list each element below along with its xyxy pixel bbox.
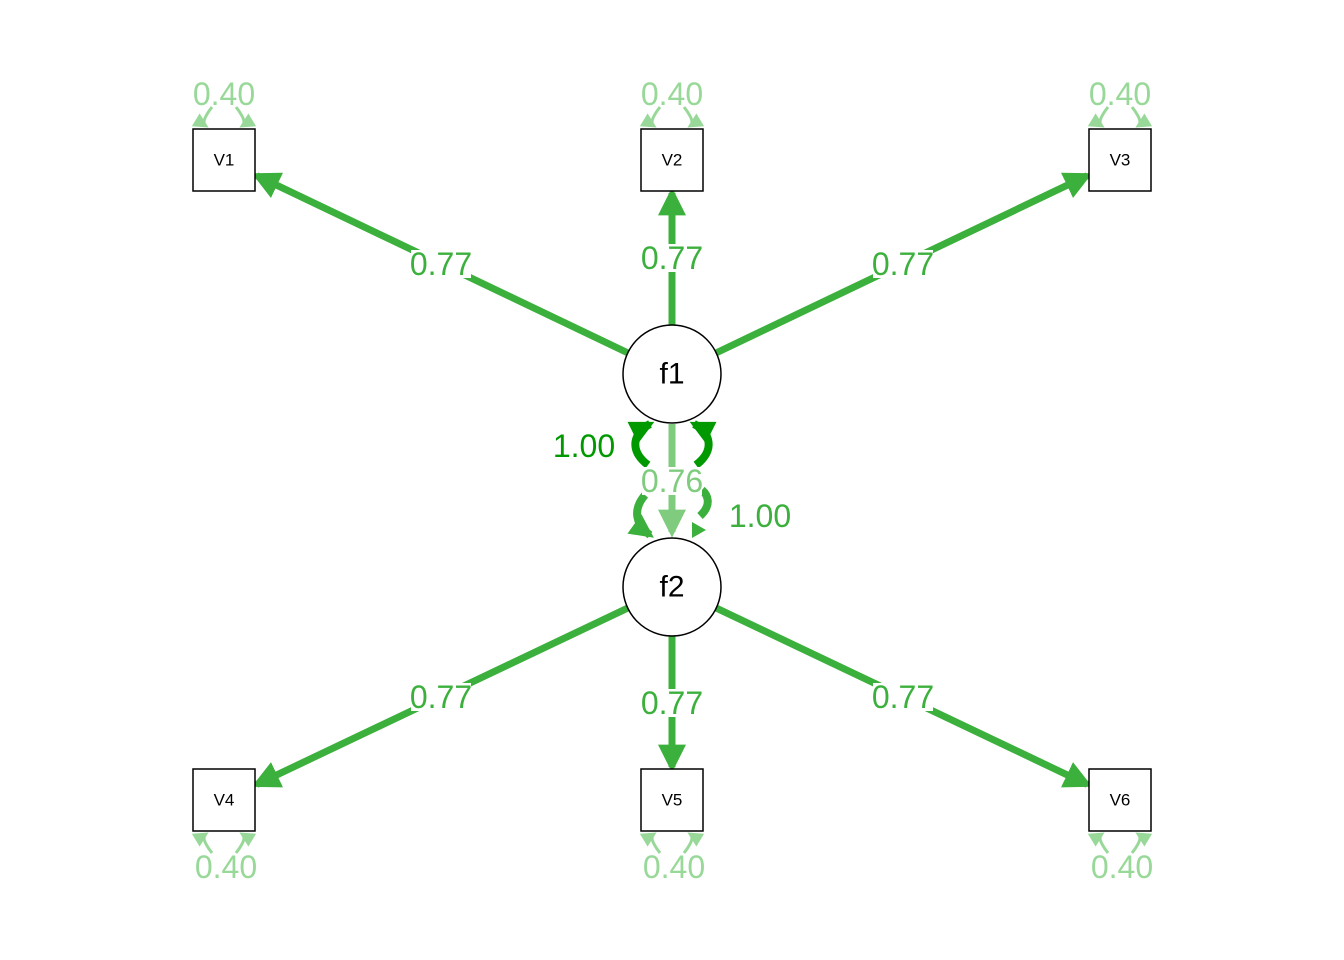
residual-arrow-V4 [234, 832, 257, 854]
residual-arrow-V2 [639, 106, 662, 128]
loading-label-V4: 0.77 [410, 679, 472, 715]
manifest-label-V6: V6 [1110, 791, 1131, 810]
loading-label-V1: 0.77 [410, 246, 472, 282]
manifest-node-V3 [1088, 128, 1152, 192]
residual-arrow-V3 [1087, 106, 1110, 128]
residual-label-V4: 0.40 [195, 849, 257, 885]
manifest-node-V1 [192, 128, 256, 192]
arrowhead [692, 522, 706, 538]
residual-arrow-V5 [639, 832, 662, 854]
latent-node-f2 [622, 537, 722, 637]
loading-label-bg [411, 250, 471, 278]
residual-arrow-V1 [191, 106, 214, 128]
manifest-node-V4 [192, 768, 256, 832]
loading-label-bg [642, 244, 702, 272]
residual-arrow-V4 [191, 832, 214, 854]
manifest-label-V5: V5 [662, 791, 683, 810]
residual-arrow-V1 [234, 106, 257, 128]
factor-variance-arrow-f2 [697, 486, 712, 519]
manifest-label-V4: V4 [214, 791, 235, 810]
residual-label-V2: 0.40 [641, 76, 703, 112]
residual-arrow-V2 [682, 106, 705, 128]
latent-node-f1 [622, 324, 722, 424]
residual-arrow-V3 [1130, 106, 1153, 128]
manifest-node-V2 [640, 128, 704, 192]
loading-label-V2: 0.77 [641, 240, 703, 276]
residual-label-V1: 0.40 [193, 76, 255, 112]
loading-label-bg [873, 683, 933, 711]
manifest-label-V2: V2 [662, 151, 683, 170]
manifest-node-V5 [640, 768, 704, 832]
latent-label-f2: f2 [659, 571, 684, 604]
factor-variance-label-f1: 1.00 [553, 428, 615, 464]
factor-path-label: 0.76 [641, 463, 703, 499]
factor-path-label-bg [642, 467, 702, 495]
latent-label-f1: f1 [659, 358, 684, 391]
manifest-label-V3: V3 [1110, 151, 1131, 170]
loading-label-V5: 0.77 [641, 685, 703, 721]
manifest-label-V1: V1 [214, 151, 235, 170]
factor-variance-arrow-f1 [689, 420, 717, 469]
factor-variance-arrow-f1 [627, 420, 655, 469]
residual-arrow-V6 [1087, 832, 1110, 854]
loading-label-V6: 0.77 [872, 679, 934, 715]
residual-arrow-V6 [1130, 832, 1153, 854]
factor-variance-arrow-f2 [627, 492, 654, 539]
residual-label-V5: 0.40 [643, 849, 705, 885]
manifest-node-V6 [1088, 768, 1152, 832]
loading-label-bg [642, 689, 702, 717]
factor-variance-label-f2: 1.00 [729, 498, 791, 534]
residual-label-V6: 0.40 [1091, 849, 1153, 885]
residual-arrow-V5 [682, 832, 705, 854]
residual-label-V3: 0.40 [1089, 76, 1151, 112]
loading-label-bg [411, 683, 471, 711]
loading-label-bg [873, 250, 933, 278]
loading-label-V3: 0.77 [872, 246, 934, 282]
